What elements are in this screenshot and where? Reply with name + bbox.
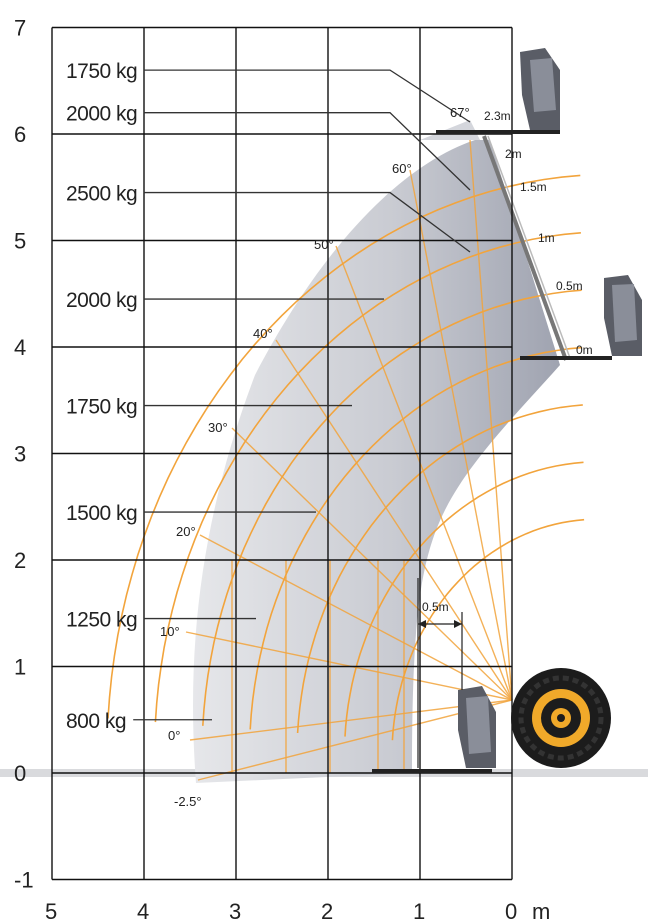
x-tick-label: 0 <box>505 899 517 922</box>
load-label: 2500 kg <box>66 183 137 206</box>
extension-arc <box>107 174 581 719</box>
boom-rail <box>482 135 571 361</box>
y-tick-label: 4 <box>14 335 26 360</box>
x-tick-label: 4 <box>137 899 149 922</box>
angle-label-minus-2-5: -2.5° <box>174 794 202 809</box>
angle-label-20: 20° <box>176 524 196 539</box>
y-tick-label: 2 <box>14 548 26 573</box>
angle-line <box>275 339 513 701</box>
angle-label-40: 40° <box>253 326 273 341</box>
y-tick-label: 3 <box>14 442 26 467</box>
x-axis-ticks: 5 4 3 2 1 0 <box>45 899 517 922</box>
extension-labels: 2.3m 2m 1.5m 1m 0.5m 0m <box>484 109 593 357</box>
extension-label-0-5m: 0.5m <box>556 279 583 293</box>
load-label: 1250 kg <box>66 609 137 632</box>
load-label: 800 kg <box>66 710 126 733</box>
x-tick-label: 5 <box>45 899 57 922</box>
load-label: 1750 kg <box>66 60 137 83</box>
load-label: 2000 kg <box>66 103 137 126</box>
angle-label-50: 50° <box>314 237 334 252</box>
y-tick-label: 7 <box>14 16 26 41</box>
y-tick-label: 0 <box>14 761 26 786</box>
load-label: 2000 kg <box>66 289 137 312</box>
y-axis-ticks: -1 0 1 2 3 4 5 6 7 <box>14 16 34 893</box>
fork-top <box>436 48 560 134</box>
fork-offset-label: 0.5m <box>422 600 449 614</box>
angle-label-60: 60° <box>392 161 412 176</box>
extension-arc <box>154 232 581 723</box>
angle-label-0: 0° <box>168 728 180 743</box>
load-label: 1500 kg <box>66 502 137 525</box>
angle-label-30: 30° <box>208 420 228 435</box>
load-label: 1750 kg <box>66 396 137 419</box>
angle-label-67: 67° <box>450 105 470 120</box>
angle-lines <box>185 139 513 781</box>
y-tick-label: 6 <box>14 122 26 147</box>
load-labels: 1750 kg 2000 kg 2500 kg 2000 kg 1750 kg 1500 … <box>66 60 471 733</box>
extension-arc <box>249 346 583 730</box>
y-tick-label: 1 <box>14 655 26 680</box>
extension-arc <box>202 289 582 726</box>
load-leader-line <box>143 69 471 123</box>
extension-label-2m: 2m <box>505 147 522 161</box>
fork-mid <box>520 275 642 360</box>
y-tick-label: 5 <box>14 229 26 254</box>
fork-ground <box>372 686 496 773</box>
x-axis-unit: m <box>532 899 550 922</box>
load-leader-line <box>143 112 471 191</box>
extension-arc <box>391 518 585 741</box>
extension-label-1m: 1m <box>538 231 555 245</box>
angle-label-10: 10° <box>160 624 180 639</box>
load-leader-line <box>143 191 471 253</box>
wheel-icon <box>511 668 611 768</box>
extension-label-0m: 0m <box>576 343 593 357</box>
x-tick-label: 2 <box>321 899 333 922</box>
angle-line <box>199 534 513 701</box>
extension-label-2-3m: 2.3m <box>484 109 511 123</box>
x-tick-label: 1 <box>413 899 425 922</box>
x-tick-label: 3 <box>229 899 241 922</box>
angle-line <box>469 139 513 701</box>
y-tick-label: -1 <box>14 868 34 893</box>
reach-envelope <box>193 140 560 783</box>
angle-labels: 67° 60° 50° 40° 30° 20° 10° 0° -2.5° <box>160 105 470 809</box>
extension-label-1-5m: 1.5m <box>520 180 547 194</box>
angle-line <box>231 427 513 701</box>
grid <box>51 26 513 881</box>
fork-offset-dimension <box>417 578 463 768</box>
angle-line <box>409 169 513 701</box>
angle-line <box>335 245 513 701</box>
